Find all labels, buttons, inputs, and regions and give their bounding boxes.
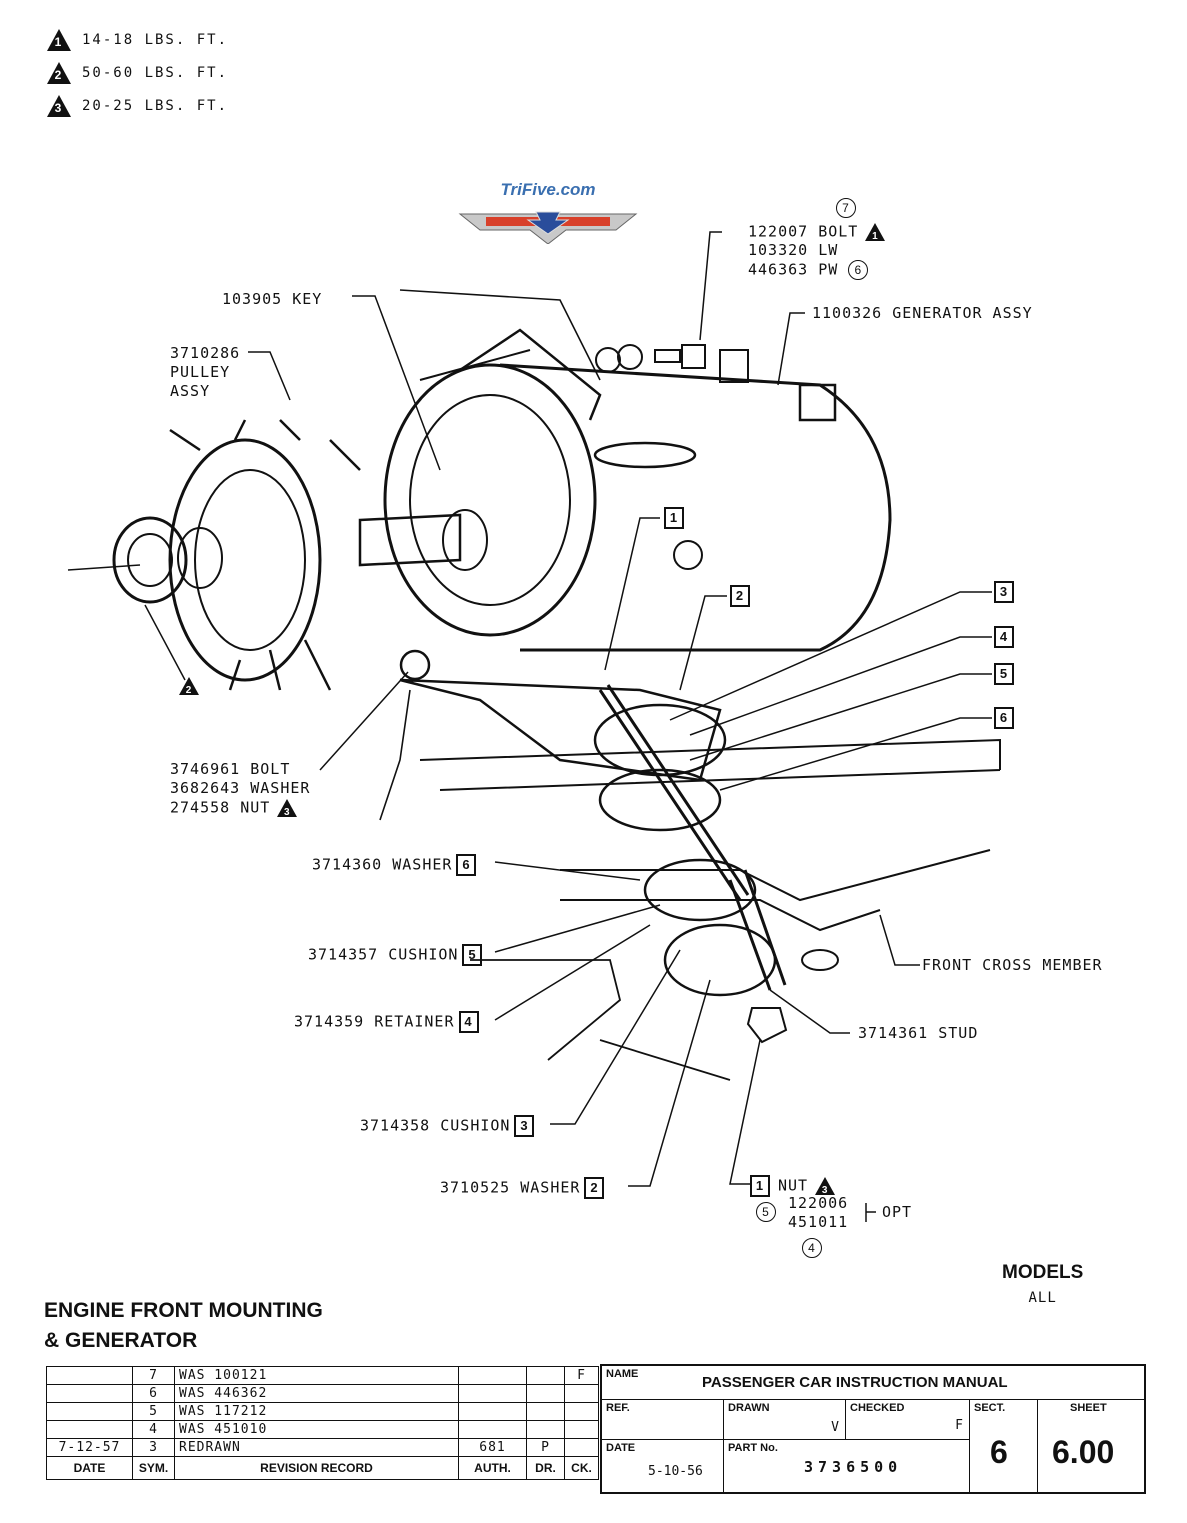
callout-pulley-nut: 2 — [172, 676, 200, 696]
callout-mount-washer: 3682643 WASHER — [170, 779, 311, 797]
callout-plain-washer: 446363 PW 6 — [748, 260, 869, 280]
torque-spec-3: 3 20-25 LBS. FT. — [46, 94, 228, 118]
torque-triangle-icon: 3 — [814, 1176, 836, 1196]
title-line-1: ENGINE FRONT MOUNTING — [44, 1299, 323, 1322]
part-cell: PART No. 3736500 — [724, 1440, 970, 1492]
trifive-logo: TriFive.com — [456, 180, 640, 245]
callout-nut-opt-1: 122006 — [788, 1194, 849, 1212]
callout-stud: 3714361 STUD — [858, 1024, 979, 1042]
torque-triangle-icon: 1 — [864, 222, 886, 242]
title-line-2: & GENERATOR — [44, 1329, 198, 1352]
checked-cell: CHECKED F — [846, 1400, 970, 1440]
callout-mount-bolt: 3746961 BOLT — [170, 760, 291, 778]
sect-cell: SECT. 6 — [970, 1400, 1038, 1492]
torque-triangle-icon: 3 — [276, 798, 298, 818]
torque-triangle-icon: 2 — [46, 61, 72, 85]
torque-triangle-icon: 2 — [178, 676, 200, 696]
name-cell: NAME PASSENGER CAR INSTRUCTION MANUAL — [602, 1366, 1144, 1400]
torque-spec-text: 20-25 LBS. FT. — [82, 98, 229, 114]
ref-cell: REF. — [602, 1400, 724, 1440]
engine-mount-generator-diagram — [67, 231, 1001, 1222]
callout-front-cross-member: FRONT CROSS MEMBER — [922, 956, 1103, 974]
torque-spec-text: 14-18 LBS. FT. — [82, 32, 229, 48]
callout-pulley-3: ASSY — [170, 382, 211, 400]
torque-triangle-icon: 1 — [46, 28, 72, 52]
torque-triangle-icon: 3 — [46, 94, 72, 118]
models-value: ALL — [1028, 1290, 1057, 1306]
callout-nut-opt-circle-4: 4 — [802, 1238, 822, 1258]
models-block: MODELS ALL — [1002, 1262, 1083, 1306]
date-cell: DATE 5-10-56 — [602, 1440, 724, 1492]
logo-text: TriFive.com — [500, 180, 596, 199]
callout-generator-assy: 1100326 GENERATOR ASSY — [812, 304, 1033, 322]
callout-nut-opt-2: 451011 — [788, 1213, 849, 1231]
sheet-cell: SHEET 6.00 — [1052, 1402, 1115, 1470]
chevy-crest-icon — [458, 211, 638, 245]
torque-spec-1: 1 14-18 LBS. FT. — [46, 28, 228, 52]
models-heading: MODELS — [1002, 1262, 1084, 1283]
callout-nut-opt-circle: 5 — [756, 1202, 776, 1222]
callout-box-6: 6 — [990, 707, 1014, 729]
callout-pulley-2: PULLEY — [170, 363, 231, 381]
callout-box-4: 4 — [990, 626, 1014, 648]
callout-pulley-1: 3710286 — [170, 344, 241, 362]
torque-spec-text: 50-60 LBS. FT. — [82, 65, 229, 81]
callout-lock-washer: 103320 LW — [748, 241, 839, 259]
title-block: NAME PASSENGER CAR INSTRUCTION MANUAL RE… — [600, 1364, 1146, 1494]
callout-box-5: 5 — [990, 663, 1014, 685]
callout-box-3: 3 — [990, 581, 1014, 603]
callout-box-2: 2 — [726, 585, 750, 607]
torque-spec-2: 2 50-60 LBS. FT. — [46, 61, 228, 85]
callout-bolt-circle: 7 — [836, 198, 856, 218]
callout-key: 103905 KEY — [222, 290, 323, 308]
callout-opt: OPT — [882, 1203, 913, 1221]
callout-box-1: 1 — [660, 507, 684, 529]
page-title: ENGINE FRONT MOUNTING & GENERATOR — [44, 1296, 323, 1356]
drawn-cell: DRAWN V — [724, 1400, 846, 1440]
